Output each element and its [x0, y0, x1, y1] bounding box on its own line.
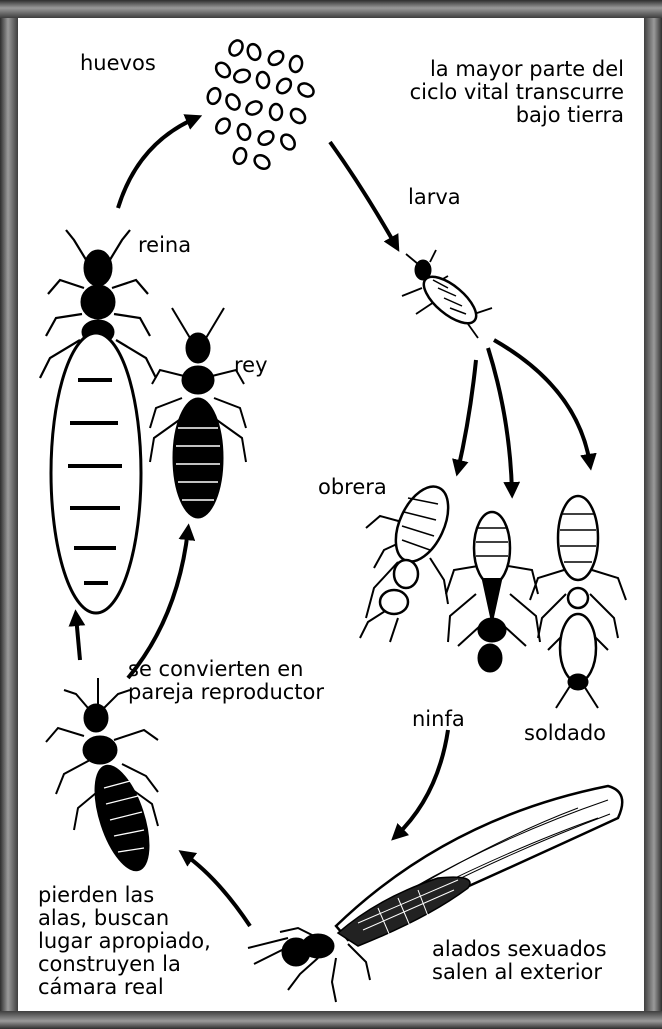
- dealate-pair-icon: [46, 678, 160, 877]
- arrow-pair-to-king: [128, 530, 188, 678]
- nymph-label: ninfa: [412, 708, 465, 731]
- king-termite-icon: [150, 308, 246, 518]
- arrow-pair-to-queen: [76, 616, 80, 660]
- arrow-larva-to-nymph: [488, 348, 512, 492]
- nymph-termite-icon: [446, 512, 540, 672]
- larva-label: larva: [408, 186, 461, 209]
- dealate-action-label: pierden las alas, buscan lugar apropiado…: [38, 884, 211, 999]
- worker-termite-icon: [360, 478, 459, 642]
- reproductive-pair-label: se convierten en pareja reproductor: [128, 658, 324, 704]
- arrow-nymph-to-alates: [396, 730, 448, 836]
- arrow-queen-to-eggs: [118, 118, 196, 208]
- queen-label: reina: [138, 234, 191, 257]
- soldier-label: soldado: [524, 722, 606, 745]
- alates-label: alados sexuados salen al exterior: [432, 938, 607, 984]
- queen-termite-icon: [40, 230, 156, 613]
- worker-label: obrera: [318, 476, 387, 499]
- king-label: rey: [234, 354, 268, 377]
- diagram-drawing: [18, 18, 644, 1011]
- eggs-cluster-icon: [206, 38, 316, 171]
- soldier-termite-icon: [530, 496, 626, 708]
- underground-note-label: la mayor parte del ciclo vital transcurr…: [348, 58, 624, 127]
- arrow-larva-to-worker: [458, 360, 476, 470]
- arrow-eggs-to-larva: [330, 142, 396, 246]
- larva-icon: [402, 250, 492, 338]
- termite-life-cycle-diagram: huevos la mayor parte del ciclo vital tr…: [18, 18, 644, 1011]
- eggs-label: huevos: [80, 52, 156, 75]
